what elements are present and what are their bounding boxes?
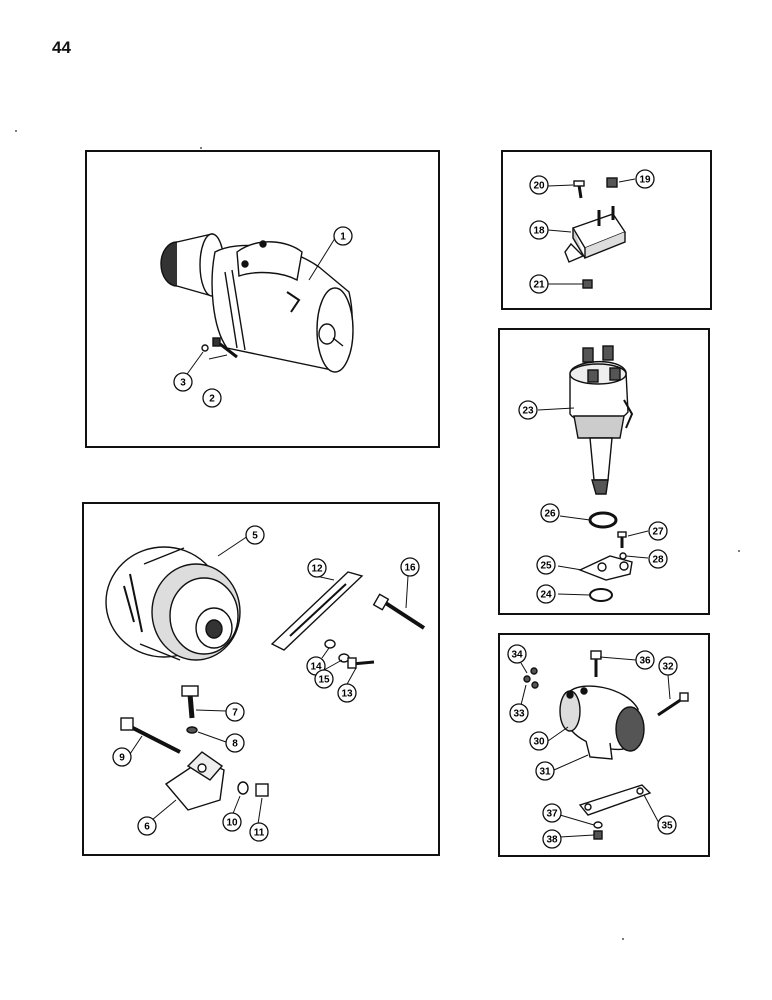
callout-2: 2 — [209, 394, 215, 405]
callout-23: 23 — [522, 406, 534, 417]
scan-speck — [738, 550, 740, 552]
starter-callouts: 1 2 3 — [173, 226, 353, 408]
callout-30: 30 — [533, 737, 545, 748]
callout-circle-33 — [509, 703, 529, 723]
callout-3: 3 — [180, 378, 186, 389]
callout-circle-21 — [529, 274, 549, 294]
callout-20: 20 — [533, 181, 545, 192]
callout-circle-25 — [536, 555, 556, 575]
callout-8: 8 — [232, 739, 238, 750]
alternator-panel: 5 12 16 14 15 13 7 8 9 6 10 11 — [82, 502, 440, 856]
starter-motor-illustration: 1 2 3 — [160, 226, 354, 408]
callout-21: 21 — [533, 280, 545, 291]
callout-38: 38 — [546, 835, 558, 846]
distributor-panel: 23 26 27 28 25 24 — [498, 328, 710, 615]
callout-24: 24 — [540, 590, 552, 601]
callout-circle-6 — [137, 816, 157, 836]
callout-6: 6 — [144, 822, 150, 833]
callout-circle-34 — [507, 644, 527, 664]
callout-31: 31 — [539, 767, 551, 778]
callout-27: 27 — [652, 527, 664, 538]
callout-25: 25 — [540, 561, 552, 572]
distributor-illustration: 23 26 27 28 25 24 — [518, 345, 668, 604]
callout-26: 26 — [544, 509, 556, 520]
callout-34: 34 — [511, 650, 523, 661]
callout-37: 37 — [546, 809, 558, 820]
callout-circle-9 — [112, 747, 132, 767]
callout-circle-28 — [648, 549, 668, 569]
voltage-regulator-illustration: 20 19 18 21 — [529, 169, 655, 294]
voltage-regulator-panel: 20 19 18 21 — [501, 150, 712, 310]
callout-15: 15 — [318, 675, 330, 686]
callout-19: 19 — [639, 175, 651, 186]
callout-33: 33 — [513, 709, 525, 720]
callout-circle-24 — [536, 584, 556, 604]
callout-circle-38 — [542, 829, 562, 849]
callout-circle-13 — [337, 683, 357, 703]
distributor-callouts: 23 26 27 28 25 24 — [518, 400, 668, 604]
coil-callouts: 34 33 36 32 30 31 35 37 38 — [507, 644, 678, 849]
ignition-coil-panel: 34 33 36 32 30 31 35 37 38 — [498, 633, 710, 857]
scan-speck — [622, 938, 624, 940]
callout-circle-3 — [173, 372, 193, 392]
callout-36: 36 — [639, 656, 651, 667]
callout-9: 9 — [119, 753, 125, 764]
callout-circle-27 — [648, 521, 668, 541]
ignition-coil-illustration: 34 33 36 32 30 31 35 37 38 — [507, 644, 689, 849]
callout-32: 32 — [662, 662, 674, 673]
scan-speck — [15, 130, 17, 132]
callout-circle-5 — [245, 525, 265, 545]
callout-10: 10 — [226, 818, 238, 829]
callout-circle-31 — [535, 761, 555, 781]
callout-circle-18 — [529, 220, 549, 240]
callout-35: 35 — [661, 821, 673, 832]
callout-circle-15 — [314, 669, 334, 689]
alternator-illustration: 5 12 16 14 15 13 7 8 9 6 10 11 — [105, 525, 426, 842]
page-number: 44 — [52, 38, 71, 57]
callout-circle-12 — [307, 558, 327, 578]
callout-11: 11 — [254, 828, 265, 839]
starter-motor-panel: 1 2 3 — [85, 150, 440, 448]
callout-circle-11 — [249, 822, 269, 842]
callout-14: 14 — [310, 662, 322, 673]
callout-circle-19 — [635, 169, 655, 189]
callout-16: 16 — [404, 563, 416, 574]
callout-circle-37 — [542, 803, 562, 823]
callout-circle-36 — [635, 650, 655, 670]
callout-18: 18 — [533, 226, 545, 237]
callout-circle-26 — [540, 503, 560, 523]
callout-circle-7 — [225, 702, 245, 722]
callout-circle-8 — [225, 733, 245, 753]
callout-5: 5 — [252, 531, 258, 542]
scan-speck — [200, 147, 202, 149]
callout-circle-32 — [658, 656, 678, 676]
callout-circle-2 — [202, 388, 222, 408]
callout-28: 28 — [652, 555, 664, 566]
callout-circle-10 — [222, 812, 242, 832]
callout-1: 1 — [340, 232, 346, 243]
alternator-callouts: 5 12 16 14 15 13 7 8 9 6 10 11 — [112, 525, 420, 842]
callout-7: 7 — [232, 708, 238, 719]
callout-circle-30 — [529, 731, 549, 751]
callout-circle-20 — [529, 175, 549, 195]
callout-circle-23 — [518, 400, 538, 420]
callout-circle-1 — [333, 226, 353, 246]
callout-circle-35 — [657, 815, 677, 835]
regulator-callouts: 20 19 18 21 — [529, 169, 655, 294]
callout-12: 12 — [311, 564, 323, 575]
callout-13: 13 — [341, 689, 353, 700]
callout-circle-16 — [400, 557, 420, 577]
